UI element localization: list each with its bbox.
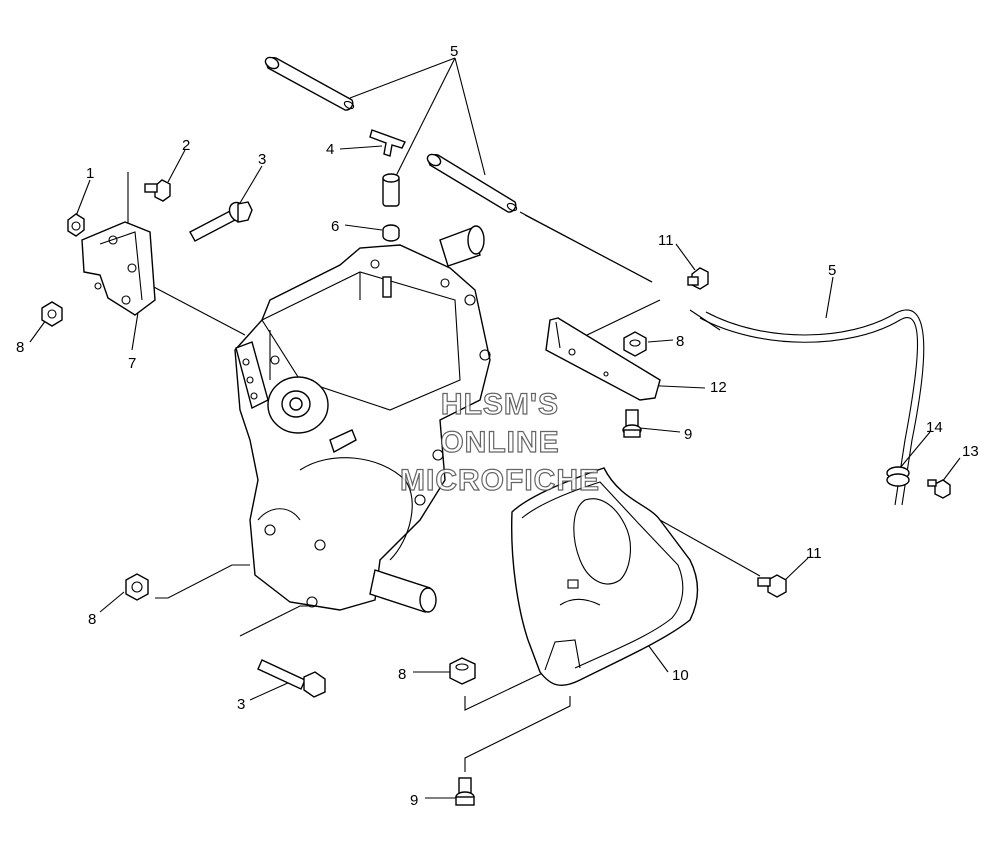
bolt-3-bottom xyxy=(257,659,326,698)
callout-5-top: 5 xyxy=(450,43,458,60)
callout-7: 7 xyxy=(128,355,136,372)
bolt-9-right xyxy=(622,409,642,438)
callout-labels: 5 1 2 3 4 6 8 7 11 5 8 12 9 14 13 11 8 1… xyxy=(16,43,979,809)
bolt-11-right xyxy=(757,574,787,598)
callout-11-top: 11 xyxy=(658,232,674,249)
callout-13: 13 xyxy=(962,443,979,460)
callout-8-bottom: 8 xyxy=(398,666,406,683)
callout-14: 14 xyxy=(926,419,943,436)
watermark-line-2: ONLINE xyxy=(440,426,559,459)
transmission-body xyxy=(234,225,491,613)
bracket-12 xyxy=(545,317,661,401)
hose-long-right xyxy=(524,214,925,506)
watermark-line-3: MICROFICHE xyxy=(400,464,600,497)
watermark-line-1: HLSM'S xyxy=(441,388,559,421)
bracket-7 xyxy=(81,221,156,316)
callout-8-bottom-left: 8 xyxy=(88,611,96,628)
callout-4: 4 xyxy=(326,141,334,158)
callout-9-right: 9 xyxy=(684,426,692,443)
callout-12: 12 xyxy=(710,379,727,396)
callout-11-right: 11 xyxy=(806,545,822,562)
bolt-2 xyxy=(144,179,171,202)
watermark: HLSM'S ONLINE MICROFICHE xyxy=(399,387,600,497)
callout-6: 6 xyxy=(331,218,339,235)
callout-9-bottom: 9 xyxy=(410,792,418,809)
callout-10: 10 xyxy=(672,667,689,684)
callout-3-top: 3 xyxy=(258,151,266,168)
nut-8-mid xyxy=(623,331,647,357)
nut-8-bottom-left xyxy=(125,573,149,601)
bolt-9-bottom xyxy=(455,777,475,806)
bolt-13 xyxy=(927,479,951,499)
callout-2: 2 xyxy=(182,137,190,154)
hose-segment-short xyxy=(382,173,400,207)
hose-segment-left xyxy=(264,56,355,111)
shield-10 xyxy=(511,467,699,686)
hose-clamp xyxy=(886,466,910,487)
callout-8-mid: 8 xyxy=(676,333,684,350)
nut-8-left xyxy=(41,301,63,327)
cap-6 xyxy=(382,224,400,242)
tee-fitting xyxy=(369,129,406,157)
callout-8-left: 8 xyxy=(16,339,24,356)
callout-3-bottom: 3 xyxy=(237,696,245,713)
bolt-11-top xyxy=(687,267,709,290)
hose-segment-right xyxy=(426,153,518,213)
callout-1: 1 xyxy=(86,165,94,182)
callout-5-right: 5 xyxy=(828,262,836,279)
nut-8-bottom xyxy=(449,657,476,685)
bolt-3-top xyxy=(189,201,253,242)
nut-1 xyxy=(67,213,85,237)
